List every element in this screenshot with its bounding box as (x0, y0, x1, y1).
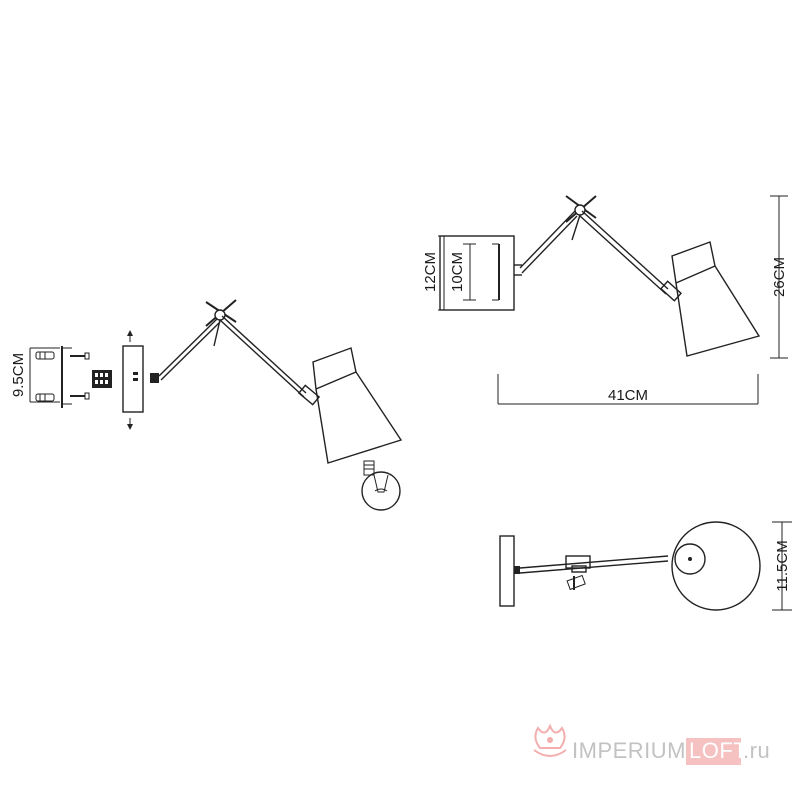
mount-height-dimension: 9.5CM (10, 347, 60, 403)
lamp-arm-assembly (150, 299, 321, 406)
watermark-logo: IMPERIUM LOFT .ru (533, 723, 770, 765)
top-view: 11.5CM (499, 521, 792, 611)
total-length-label: 41CM (608, 387, 648, 404)
crown-emblem-icon (533, 723, 567, 757)
watermark-brand-part1: IMPERIUM (572, 738, 686, 763)
total-height-dimension: 26CM (770, 195, 788, 359)
side-shade (671, 241, 761, 357)
top-view-arm (519, 555, 669, 591)
total-height-label: 26CM (771, 257, 788, 297)
shade-diameter-label: 11.5CM (774, 540, 791, 591)
back-plate-outer-label: 12CM (422, 252, 439, 292)
top-view-shade (671, 521, 761, 611)
wall-plug-top (35, 351, 55, 360)
terminal-block (92, 370, 112, 388)
screw-top (70, 352, 90, 360)
light-bulb-icon (361, 460, 401, 511)
mount-height-label: 9.5CM (10, 353, 27, 397)
side-arm-assembly (519, 195, 683, 302)
wall-canopy-side (122, 330, 144, 430)
screw-bottom (70, 392, 90, 400)
back-plate-outer-dimension: 12CM (422, 235, 450, 311)
back-plate-inner-label: 10CM (449, 252, 466, 292)
back-plate (439, 235, 522, 311)
total-length-dimension: 41CM (497, 374, 759, 405)
watermark-loft-badge (686, 738, 741, 765)
top-view-wall-plate (499, 535, 520, 607)
mounting-view: 9.5CM (10, 299, 403, 511)
lamp-shade-side (312, 347, 403, 464)
side-elevation-view: 12CM 10CM (422, 195, 788, 405)
shade-diameter-dimension: 11.5CM (772, 521, 792, 611)
back-plate-inner-dimension: 10CM (449, 243, 476, 301)
watermark-domain-suffix: .ru (743, 738, 770, 763)
wall-plug-bottom (35, 393, 55, 402)
watermark-brand-part2: LOFT (689, 738, 747, 763)
mounting-bracket (61, 346, 72, 408)
